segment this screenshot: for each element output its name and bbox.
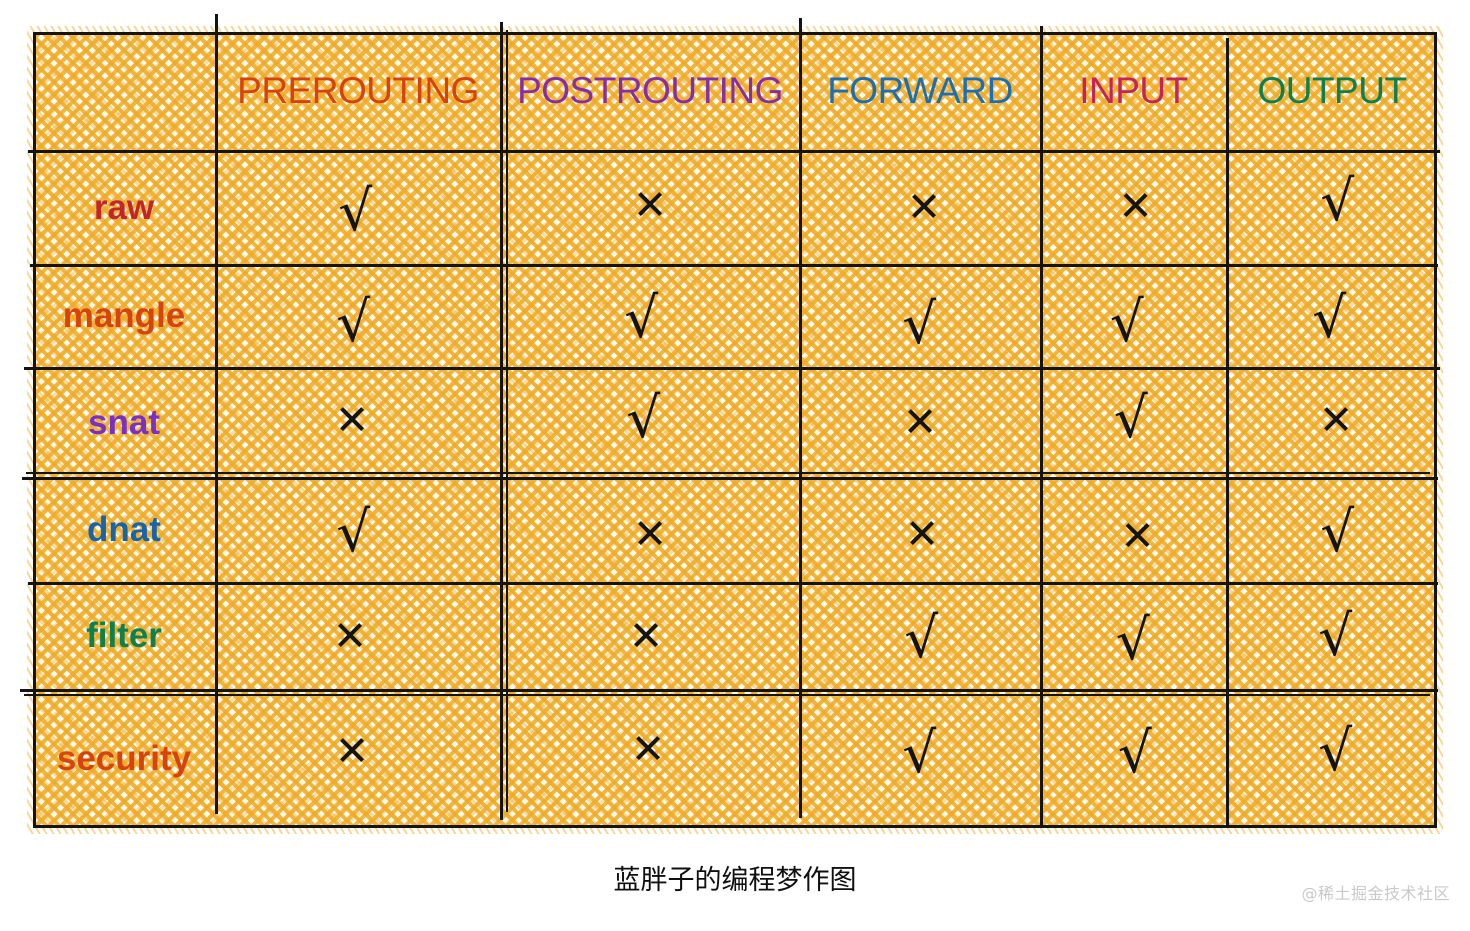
iptables-matrix-table [33, 32, 1437, 828]
diagram-caption: 蓝胖子的编程梦作图 [613, 865, 857, 896]
source-watermark: @稀土掘金技术社区 [1301, 884, 1450, 903]
